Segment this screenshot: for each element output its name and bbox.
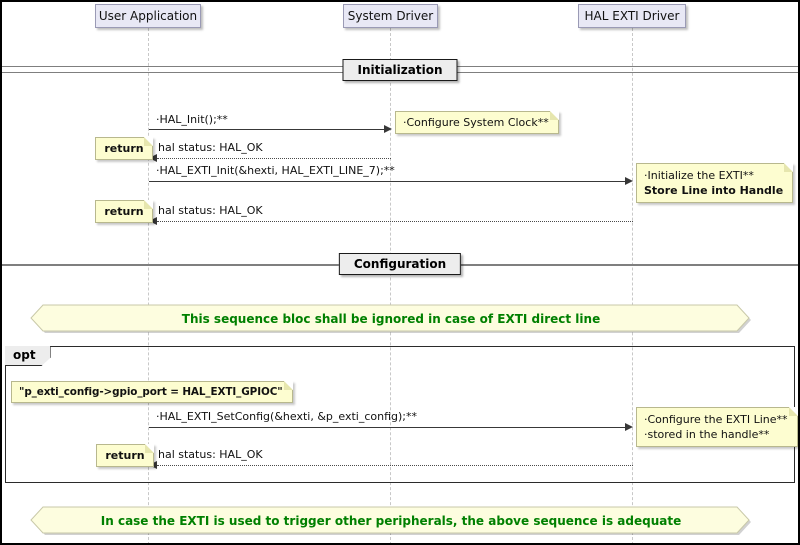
participant-hal-exti-driver: HAL EXTI Driver (578, 4, 686, 28)
return-arrow (157, 465, 633, 466)
return-note: return (95, 137, 153, 160)
hexagon-shape (30, 506, 751, 535)
note-line: ·Configure the EXTI Line** (644, 413, 788, 426)
return-note: return (96, 444, 154, 467)
message-hal-exti-setconfig-label: ·HAL_EXTI_SetConfig(&hexti, &p_exti_conf… (156, 410, 417, 423)
note-configure-exti-line: ·Configure the EXTI Line** ·stored in th… (636, 407, 798, 447)
return-arrow (157, 158, 391, 159)
participant-system-driver: System Driver (343, 4, 438, 28)
arrowhead-left-icon (149, 217, 157, 225)
note-configure-system-clock: ·Configure System Clock** (395, 111, 559, 134)
return-status-label: hal status: HAL_OK (158, 448, 263, 461)
divider-configuration-label: Configuration (338, 253, 462, 275)
banner-ignore-text: This sequence bloc shall be ignored in c… (181, 311, 601, 326)
note-line: ·Initialize the EXTI** (644, 169, 754, 182)
note-line: Store Line into Handle (644, 184, 784, 197)
banner-ignore-note: This sequence bloc shall be ignored in c… (30, 304, 752, 335)
arrowhead-left-icon (149, 154, 157, 162)
note-line: ·stored in the handle** (644, 428, 770, 441)
note-gpio-port-config: "p_exti_config->gpio_port = HAL_EXTI_GPI… (11, 381, 293, 403)
message-hal-init-label: ·HAL_Init();** (156, 113, 228, 126)
return-status-label: hal status: HAL_OK (158, 204, 263, 217)
divider-initialization-label: Initialization (342, 59, 458, 81)
arrowhead-right-icon (625, 177, 633, 185)
message-hal-init-arrow (149, 129, 384, 130)
message-hal-exti-init-arrow (149, 181, 625, 182)
arrowhead-right-icon (625, 423, 633, 431)
lifeline-system-driver (390, 28, 391, 543)
banner-adequate-note: In case the EXTI is used to trigger othe… (30, 506, 752, 537)
banner-adequate-text: In case the EXTI is used to trigger othe… (100, 513, 682, 528)
message-hal-exti-init-label: ·HAL_EXTI_Init(&hexti, HAL_EXTI_LINE_7);… (156, 164, 395, 177)
message-hal-exti-setconfig-arrow (149, 427, 625, 428)
return-arrow (157, 221, 633, 222)
return-note: return (95, 200, 153, 223)
note-initialize-exti: ·Initialize the EXTI** Store Line into H… (636, 163, 794, 203)
opt-tab: opt (5, 346, 51, 366)
lifeline-user-application (148, 28, 149, 543)
arrowhead-right-icon (384, 125, 392, 133)
participant-user-application: User Application (95, 4, 201, 28)
return-status-label: hal status: HAL_OK (158, 141, 263, 154)
lifeline-hal-exti-driver (632, 28, 633, 543)
hexagon-shape (30, 304, 751, 333)
